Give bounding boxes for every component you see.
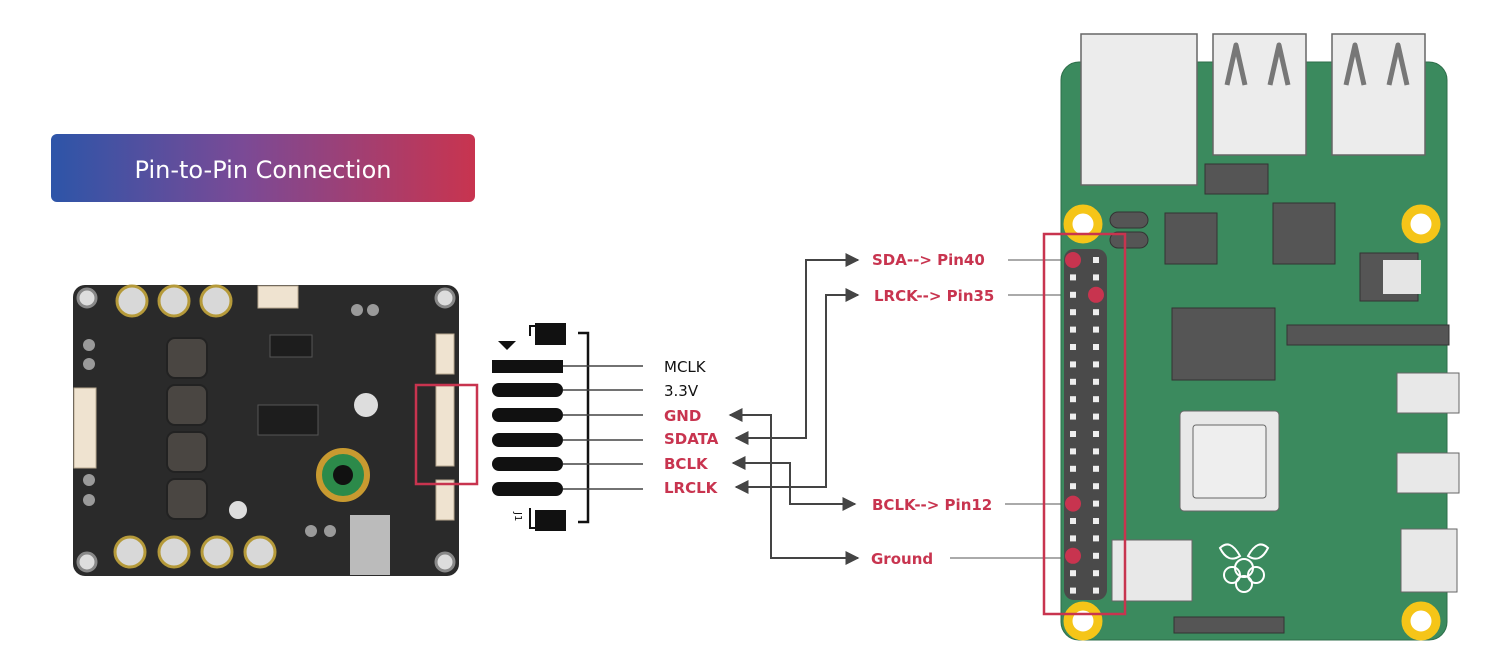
connector-pin	[492, 433, 563, 447]
highlight-box-gpio	[1042, 232, 1127, 616]
gpio-pin	[1070, 465, 1076, 472]
wire-lrclk	[734, 288, 860, 494]
gpio-pin	[1070, 309, 1076, 316]
label-sdata: SDATA	[664, 430, 719, 448]
gpio-pin	[1070, 361, 1076, 368]
ethernet-port	[1080, 33, 1198, 186]
title-banner: Pin-to-Pin Connection	[51, 134, 475, 202]
gpio-pin	[1070, 378, 1076, 385]
gpio-pin-highlighted	[1065, 547, 1081, 564]
connector-pin	[492, 482, 563, 496]
gpio-pin	[1093, 535, 1099, 542]
wires	[728, 253, 860, 565]
label-gnd: GND	[664, 407, 701, 425]
gpio-pin	[1093, 361, 1099, 368]
gpio-pin	[1093, 552, 1099, 559]
label-lrclk: LRCLK	[664, 479, 719, 497]
gpio-pin	[1093, 465, 1099, 472]
gpio-pin	[1093, 309, 1099, 316]
gpio-pin	[1093, 378, 1099, 385]
gpio-pin	[1093, 448, 1099, 455]
connector-pin	[492, 408, 563, 422]
label-lrck-pin35: LRCK--> Pin35	[874, 287, 994, 305]
connector-pin	[492, 383, 563, 397]
connector-signal-labels: MCLK 3.3V GND SDATA BCLK LRCLK	[664, 358, 719, 497]
label-3v3: 3.3V	[664, 382, 699, 400]
gpio-pin	[1093, 500, 1099, 507]
connector-designator: J1	[512, 511, 523, 521]
gpio-pin	[1070, 570, 1076, 577]
gpio-pin	[1093, 413, 1099, 420]
raspberry-pi-logo-icon	[1218, 543, 1270, 593]
gpio-pin	[1093, 570, 1099, 577]
gpio-pin	[1093, 326, 1099, 333]
amplifier-board	[73, 284, 479, 576]
usb-port-1	[1212, 33, 1307, 156]
label-bclk-pin12: BCLK--> Pin12	[872, 496, 992, 514]
gpio-pin	[1070, 396, 1076, 403]
label-ground: Ground	[871, 550, 933, 568]
highlight-box-connector	[414, 383, 479, 486]
gpio-header	[1064, 249, 1107, 600]
label-sda-pin40: SDA--> Pin40	[872, 251, 985, 269]
gpio-pin	[1093, 396, 1099, 403]
gpio-pin	[1070, 274, 1076, 281]
amp-chip	[257, 404, 319, 436]
page-title: Pin-to-Pin Connection	[135, 156, 392, 184]
gpio-pin	[1070, 344, 1076, 350]
gpio-pin	[1070, 448, 1076, 455]
capacitors	[113, 284, 277, 569]
gpio-pin	[1093, 587, 1099, 594]
gpio-pin	[1070, 587, 1076, 594]
mounting-holes	[1063, 204, 1441, 641]
gpio-pin	[1070, 431, 1076, 437]
raspberry-pi-board	[1042, 33, 1460, 641]
gpio-pin-highlighted	[1065, 252, 1081, 268]
gpio-pin	[1070, 518, 1076, 524]
gpio-pin	[1093, 431, 1099, 437]
gpio-pin	[1093, 257, 1099, 263]
j1-connector-symbol: J1	[492, 323, 643, 531]
gpio-pin	[1093, 483, 1099, 490]
pi-pin-labels: SDA--> Pin40 LRCK--> Pin35 BCLK--> Pin12…	[871, 251, 994, 568]
inductors	[166, 337, 208, 520]
gpio-pin	[1093, 344, 1099, 350]
connector-pin	[492, 457, 563, 471]
connector-pin	[492, 360, 563, 373]
gpio-pin	[1070, 291, 1076, 298]
gpio-pin-highlighted	[1065, 495, 1081, 512]
gpio-pin-highlighted	[1088, 286, 1104, 303]
gpio-pin	[1070, 413, 1076, 420]
gpio-pin	[1093, 518, 1099, 524]
wire-sdata	[734, 253, 860, 445]
wire-bclk	[731, 456, 857, 511]
usb-port-2	[1331, 33, 1426, 156]
gpio-pin	[1070, 535, 1076, 542]
gpio-pin	[1070, 326, 1076, 333]
label-mclk: MCLK	[664, 358, 707, 376]
label-bclk: BCLK	[664, 455, 709, 473]
gpio-pin	[1093, 274, 1099, 281]
gpio-pin	[1070, 483, 1076, 490]
